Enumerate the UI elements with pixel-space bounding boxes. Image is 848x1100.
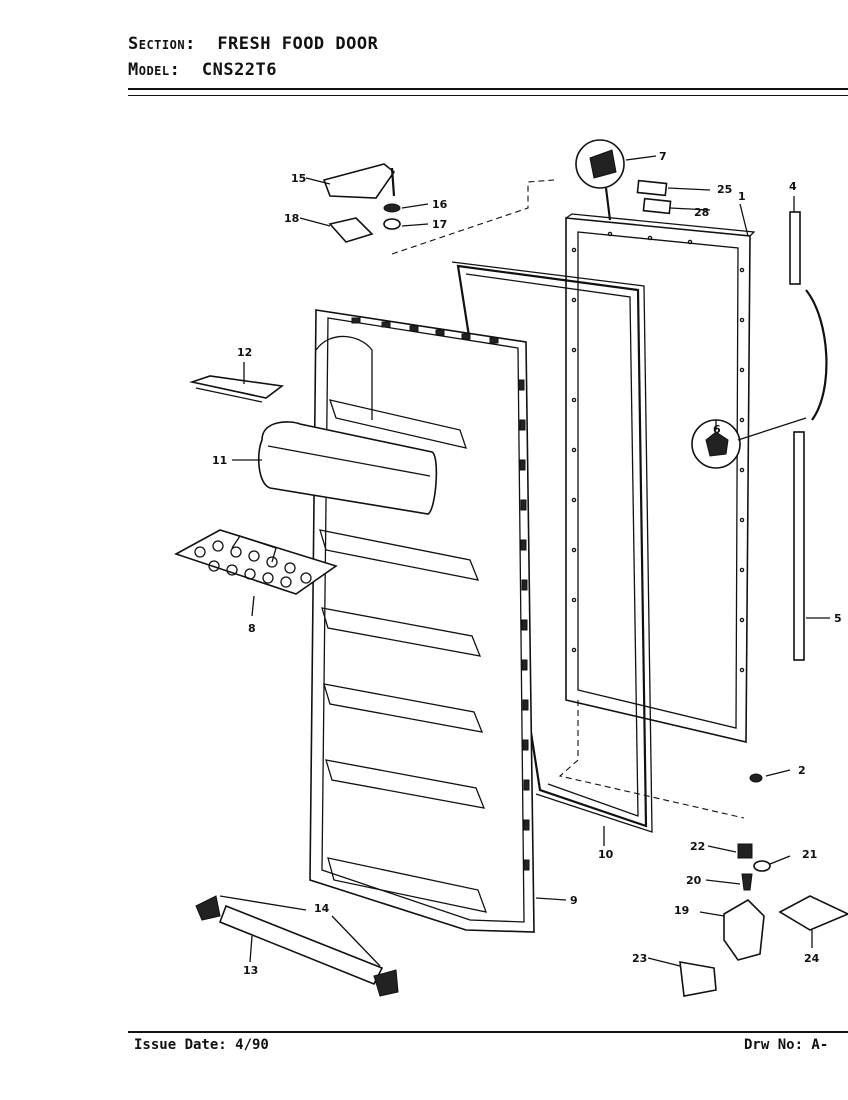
callout-9: 9 (570, 894, 578, 907)
inner-door-liner (309, 309, 535, 933)
callout-24: 24 (804, 952, 820, 965)
callout-2: 2 (798, 764, 806, 777)
callout-11: 11 (212, 454, 227, 467)
callout-5: 5 (834, 612, 842, 625)
dairy-compartment-door (257, 421, 438, 515)
header-rule-thin (128, 95, 848, 96)
callout-21: 21 (802, 848, 817, 861)
callout-20: 20 (686, 874, 702, 887)
callout-22: 22 (690, 840, 705, 853)
callout-4: 4 (789, 180, 797, 193)
callout-7: 7 (659, 150, 667, 163)
hinge-cover-plates (636, 179, 672, 215)
callout-13: 13 (243, 964, 258, 977)
callout-19: 19 (674, 904, 689, 917)
callout-17: 17 (432, 218, 447, 231)
model-label: Model: (128, 60, 181, 80)
leader-lines (219, 155, 830, 967)
section-label: Section: (128, 34, 196, 54)
callout-12: 12 (237, 346, 252, 359)
callout-18: 18 (284, 212, 299, 225)
model-value: CNS22T6 (201, 60, 278, 80)
bottom-hinge (558, 700, 848, 997)
section-title: Section: FRESH FOOD DOOR (128, 34, 378, 54)
callout-10: 10 (598, 848, 614, 861)
callout-numbers: 1 2 4 5 6 7 8 9 10 11 12 13 14 15 16 17 … (212, 150, 842, 977)
top-hinge (322, 163, 555, 255)
callout-8: 8 (248, 622, 256, 635)
footer-rule (128, 1031, 848, 1033)
callout-25: 25 (717, 183, 732, 196)
callout-23: 23 (632, 952, 647, 965)
handle-trim (789, 211, 828, 661)
callout-6: 6 (713, 423, 721, 436)
shelf-retainer-bar (195, 895, 399, 997)
header-rule (128, 88, 848, 90)
door-stop (691, 417, 807, 469)
outer-door-panel (565, 213, 756, 744)
egg-tray (174, 529, 338, 595)
callout-14: 14 (314, 902, 330, 915)
model-title: Model: CNS22T6 (128, 60, 277, 80)
callout-1: 1 (738, 190, 746, 203)
callout-16: 16 (432, 198, 448, 211)
section-value: FRESH FOOD DOOR (217, 34, 379, 54)
drawing-number: Drw No: A- (744, 1037, 829, 1053)
callout-28: 28 (694, 206, 709, 219)
issue-date: Issue Date: 4/90 (134, 1037, 269, 1053)
hinge-bushing (575, 139, 625, 221)
callout-15: 15 (291, 172, 306, 185)
dairy-bracket (188, 375, 285, 403)
